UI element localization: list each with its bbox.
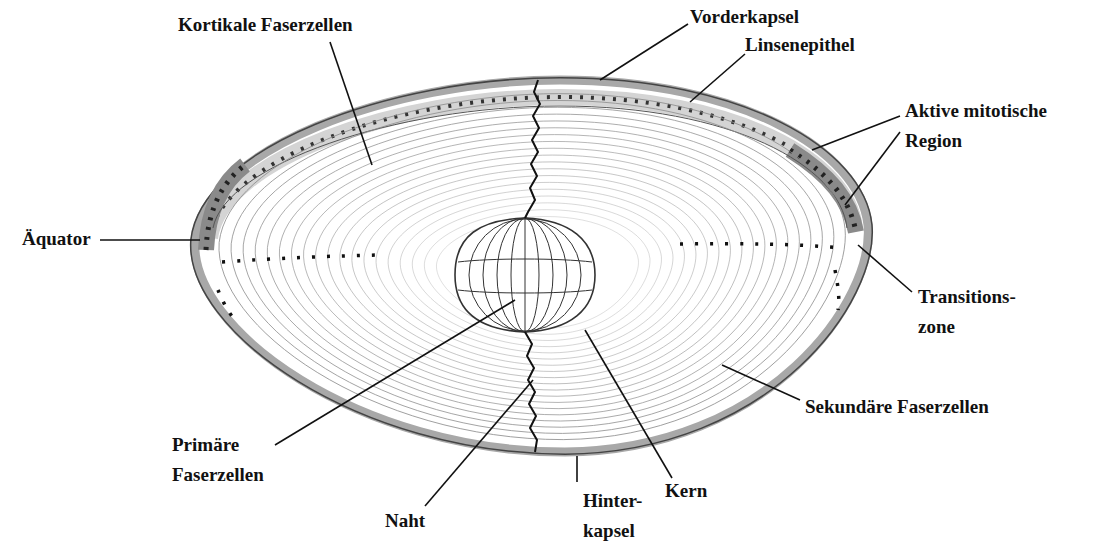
part-label: Äquator — [22, 224, 91, 254]
part-label: Transitions- zone — [918, 282, 1038, 342]
part-label: Kortikale Faserzellen — [178, 10, 353, 40]
part-label: Primäre Faserzellen — [172, 430, 290, 490]
part-label: Naht — [385, 506, 425, 536]
part-label: Aktive mitotische Region — [905, 96, 1097, 156]
part-label: Hinter- kapsel — [583, 486, 659, 546]
part-label: Linsenepithel — [745, 30, 855, 60]
part-label: Vorderkapsel — [690, 2, 799, 32]
part-label: Sekundäre Faserzellen — [805, 392, 989, 422]
part-label: Kern — [665, 476, 707, 506]
